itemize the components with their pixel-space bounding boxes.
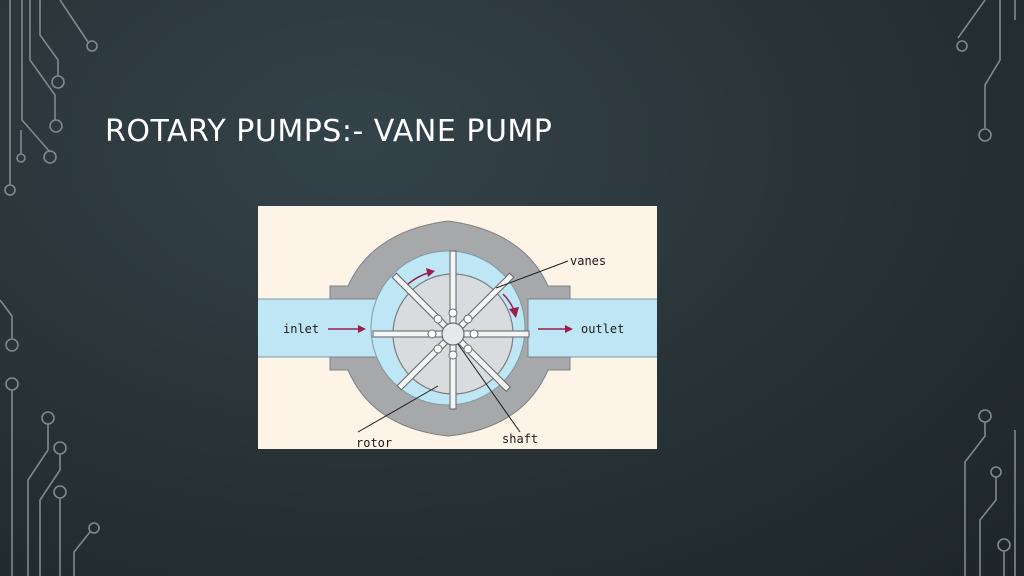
vane-pump-diagram: inlet outlet vanes rotor shaft <box>258 206 657 449</box>
slide-title: ROTARY PUMPS:- VANE PUMP <box>105 114 553 150</box>
label-inlet: inlet <box>283 322 319 336</box>
label-shaft: shaft <box>502 432 538 446</box>
shaft <box>441 322 465 346</box>
flow-arrows <box>328 268 573 333</box>
label-outlet: outlet <box>581 322 624 336</box>
label-rotor: rotor <box>356 436 392 449</box>
outlet-channel <box>528 299 657 357</box>
label-vanes: vanes <box>570 254 606 268</box>
